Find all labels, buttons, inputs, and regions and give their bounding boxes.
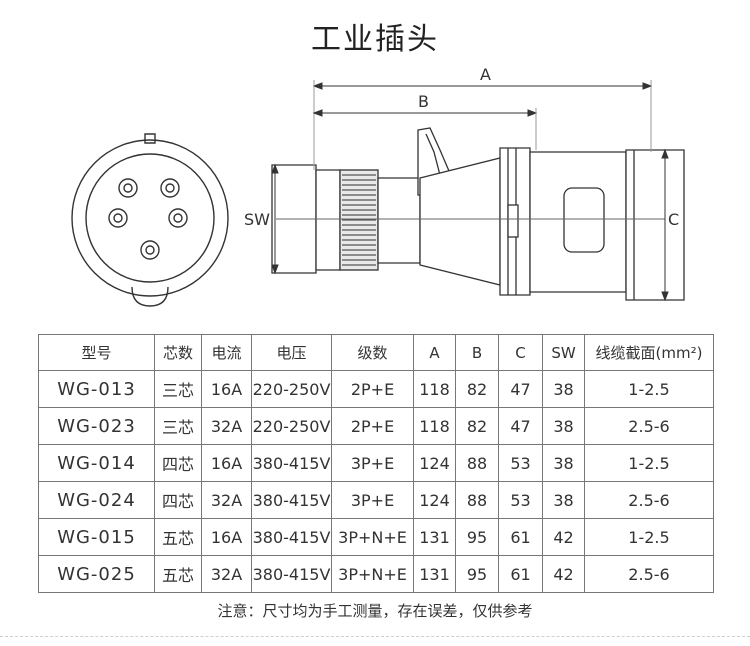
cell-sw: 38 [542, 444, 585, 482]
dimension-lines [271, 80, 669, 302]
cell-c: 61 [498, 555, 543, 593]
header-a: A [413, 334, 456, 371]
header-cable-section: 线缆截面(mm²) [584, 334, 714, 371]
cell-poles: 2P+E [331, 370, 414, 408]
header-poles: 级数 [331, 334, 414, 371]
table-row: WG-014 四芯 16A 380-415V 3P+E 124 88 53 38… [38, 444, 714, 482]
cell-poles: 2P+E [331, 407, 414, 445]
cell-model: WG-014 [38, 444, 155, 482]
cell-cores: 三芯 [154, 370, 202, 408]
table-row: WG-013 三芯 16A 220-250V 2P+E 118 82 47 38… [38, 370, 714, 408]
cell-cable-section: 2.5-6 [584, 555, 714, 593]
cell-a: 118 [413, 370, 456, 408]
cell-c: 47 [498, 407, 543, 445]
cell-model: WG-015 [38, 518, 155, 556]
header-sw: SW [542, 334, 585, 371]
cell-poles: 3P+N+E [331, 555, 414, 593]
cell-sw: 38 [542, 407, 585, 445]
table-row: WG-015 五芯 16A 380-415V 3P+N+E 131 95 61 … [38, 518, 714, 556]
cell-sw: 42 [542, 555, 585, 593]
cell-current: 32A [201, 555, 252, 593]
cell-sw: 38 [542, 370, 585, 408]
cell-model: WG-024 [38, 481, 155, 519]
spec-table: 型号 芯数 电流 电压 级数 A B C SW 线缆截面(mm²) WG-013… [38, 334, 714, 593]
cell-a: 131 [413, 518, 456, 556]
table-row: WG-024 四芯 32A 380-415V 3P+E 124 88 53 38… [38, 481, 714, 519]
plug-drawing: A B SW C [71, 65, 685, 307]
measurement-note: 注意：尺寸均为手工测量，存在误差，仅供参考 [217, 602, 533, 620]
cell-poles: 3P+E [331, 444, 414, 482]
cell-cable-section: 2.5-6 [584, 481, 714, 519]
cell-c: 53 [498, 444, 543, 482]
header-cores: 芯数 [154, 334, 202, 371]
plug-side-view [271, 127, 685, 301]
cell-sw: 42 [542, 518, 585, 556]
cell-cable-section: 1-2.5 [584, 370, 714, 408]
dim-b-label: B [418, 92, 429, 111]
header-b: B [455, 334, 499, 371]
cell-current: 32A [201, 481, 252, 519]
cell-cores: 五芯 [154, 518, 202, 556]
cell-a: 124 [413, 444, 456, 482]
cell-cores: 四芯 [154, 444, 202, 482]
cell-a: 124 [413, 481, 456, 519]
cell-b: 95 [455, 518, 499, 556]
cell-b: 88 [455, 481, 499, 519]
cell-model: WG-025 [38, 555, 155, 593]
cell-poles: 3P+E [331, 481, 414, 519]
cell-a: 118 [413, 407, 456, 445]
cell-current: 16A [201, 518, 252, 556]
cell-cores: 三芯 [154, 407, 202, 445]
table-header-row: 型号 芯数 电流 电压 级数 A B C SW 线缆截面(mm²) [38, 334, 714, 371]
header-current: 电流 [201, 334, 252, 371]
dim-sw-label: SW [244, 210, 270, 229]
cell-c: 61 [498, 518, 543, 556]
table-row: WG-025 五芯 32A 380-415V 3P+N+E 131 95 61 … [38, 555, 714, 593]
cell-current: 32A [201, 407, 252, 445]
plug-front-view [71, 133, 229, 307]
cell-voltage: 380-415V [251, 555, 332, 593]
cell-model: WG-023 [38, 407, 155, 445]
cell-a: 131 [413, 555, 456, 593]
cell-voltage: 380-415V [251, 518, 332, 556]
page-title: 工业插头 [311, 22, 439, 57]
cell-c: 47 [498, 370, 543, 408]
cell-cable-section: 2.5-6 [584, 407, 714, 445]
cell-sw: 38 [542, 481, 585, 519]
cell-b: 82 [455, 407, 499, 445]
cell-b: 88 [455, 444, 499, 482]
cell-model: WG-013 [38, 370, 155, 408]
header-model: 型号 [38, 334, 155, 371]
cell-c: 53 [498, 481, 543, 519]
cell-voltage: 220-250V [251, 407, 332, 445]
cell-cable-section: 1-2.5 [584, 518, 714, 556]
cell-cable-section: 1-2.5 [584, 444, 714, 482]
divider [0, 636, 750, 637]
cell-voltage: 220-250V [251, 370, 332, 408]
cell-voltage: 380-415V [251, 481, 332, 519]
cell-current: 16A [201, 444, 252, 482]
dim-c-label: C [668, 210, 679, 229]
cell-b: 95 [455, 555, 499, 593]
cell-cores: 四芯 [154, 481, 202, 519]
table-row: WG-023 三芯 32A 220-250V 2P+E 118 82 47 38… [38, 407, 714, 445]
cell-poles: 3P+N+E [331, 518, 414, 556]
cell-cores: 五芯 [154, 555, 202, 593]
dim-a-label: A [480, 65, 491, 84]
header-c: C [498, 334, 543, 371]
cell-current: 16A [201, 370, 252, 408]
header-voltage: 电压 [251, 334, 332, 371]
cell-b: 82 [455, 370, 499, 408]
cell-voltage: 380-415V [251, 444, 332, 482]
